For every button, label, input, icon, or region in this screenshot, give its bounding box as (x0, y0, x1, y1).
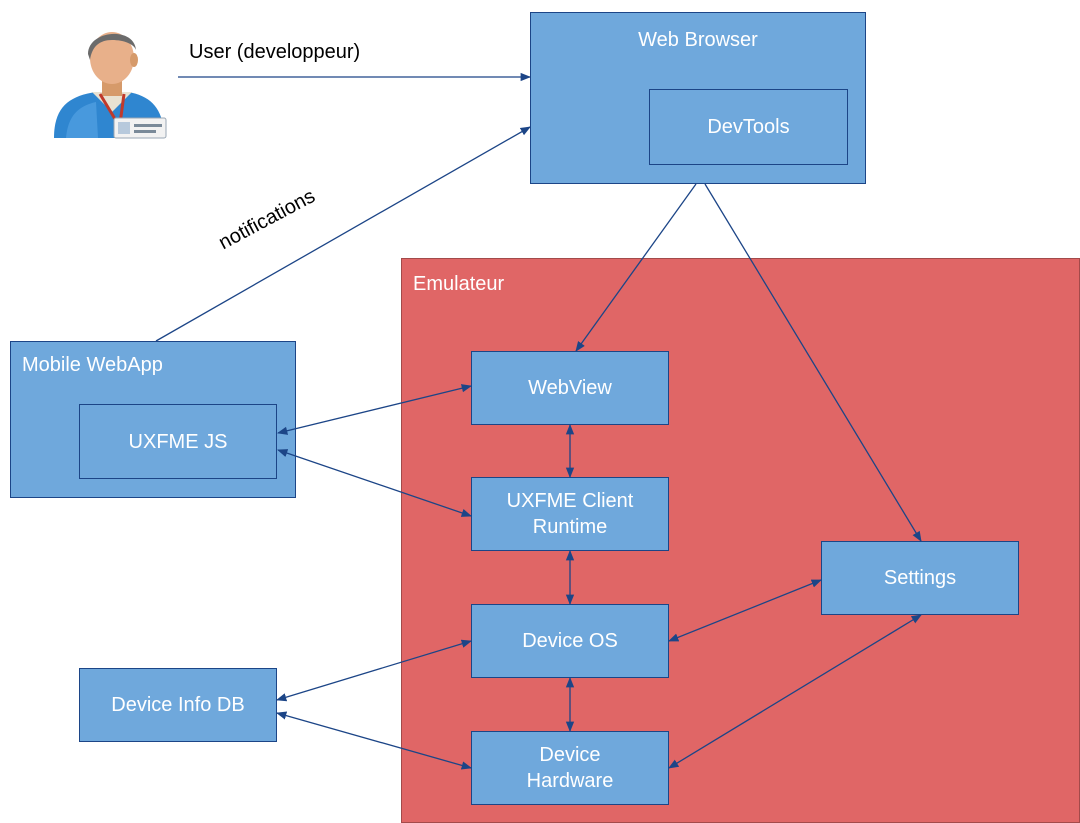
settings-label: Settings (883, 567, 957, 589)
arrow-notifications (155, 126, 531, 342)
settings-box: Settings (821, 541, 1019, 615)
arrow-webview-uxfmejs (276, 384, 473, 435)
device-os-box: Device OS (471, 604, 669, 678)
arrow-infodb-hardware (275, 711, 473, 770)
uxfme-js-label: UXFME JS (128, 430, 228, 453)
device-hardware-box: Device Hardware (471, 731, 669, 805)
client-runtime-box: UXFME Client Runtime (471, 477, 669, 551)
webview-box: WebView (471, 351, 669, 425)
device-info-db-label: Device Info DB (111, 694, 245, 716)
uxfme-js-box: UXFME JS (79, 404, 277, 479)
mobile-webapp-box: Mobile WebApp UXFME JS (10, 341, 296, 498)
devtools-label: DevTools (707, 116, 790, 138)
arrow-browser-to-settings (704, 183, 922, 542)
arrow-browser-to-webview (575, 183, 697, 352)
device-hardware-label: Device Hardware (526, 744, 614, 792)
web-browser-title: Web Browser (638, 29, 758, 51)
arrow-hardware-settings (668, 614, 922, 769)
client-runtime-label: UXFME Client Runtime (506, 490, 634, 538)
user-label: User (developpeur) (189, 41, 361, 63)
arrow-deviceos-settings (668, 579, 822, 642)
user-icon (54, 32, 167, 139)
mobile-webapp-title: Mobile WebApp (22, 354, 163, 376)
devtools-box: DevTools (649, 89, 848, 165)
emulator-title: Emulateur (413, 273, 505, 295)
webview-label: WebView (528, 377, 612, 399)
device-os-label: Device OS (522, 630, 618, 652)
arrow-runtime-uxfmejs (277, 449, 472, 517)
web-browser-box: Web Browser DevTools (530, 12, 866, 184)
arrow-deviceos-infodb (276, 639, 472, 702)
device-info-db-box: Device Info DB (79, 668, 277, 742)
